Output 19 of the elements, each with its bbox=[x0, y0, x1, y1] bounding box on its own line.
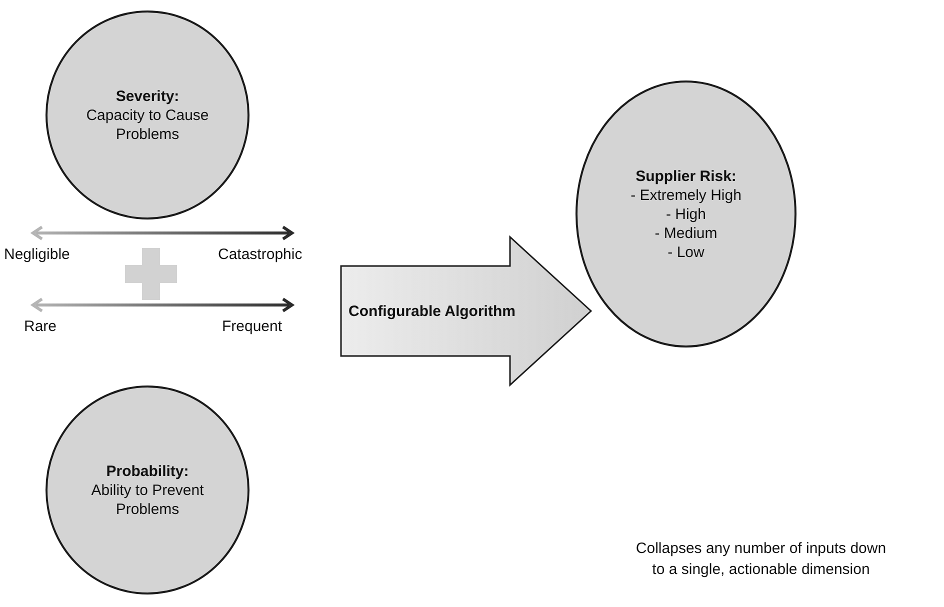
body-text: - Extremely High bbox=[630, 186, 742, 204]
heading: Severity: bbox=[116, 86, 180, 106]
probability-circle bbox=[45, 385, 250, 595]
caption-note: Collapses any number of inputs down to a single, actionable dimension bbox=[634, 539, 888, 580]
body-text: Capacity to Cause Problems bbox=[85, 106, 210, 144]
scale-label: Negligible bbox=[4, 246, 70, 263]
heading: Supplier Risk: bbox=[636, 166, 736, 186]
body-text: - High bbox=[666, 204, 706, 224]
body-text: - Low bbox=[668, 242, 704, 262]
body-text: Ability to Prevent Problems bbox=[90, 480, 205, 518]
scale-label: Catastrophic bbox=[218, 246, 302, 263]
scale-label: Frequent bbox=[222, 318, 282, 335]
scale-label: Rare bbox=[24, 318, 57, 335]
risk-ellipse bbox=[575, 80, 797, 348]
severity-circle bbox=[45, 10, 250, 220]
heading: Configurable Algorithm bbox=[348, 302, 516, 320]
body-text: - Medium bbox=[654, 224, 718, 242]
heading: Probability: bbox=[106, 462, 189, 480]
block-arrow bbox=[340, 235, 594, 387]
